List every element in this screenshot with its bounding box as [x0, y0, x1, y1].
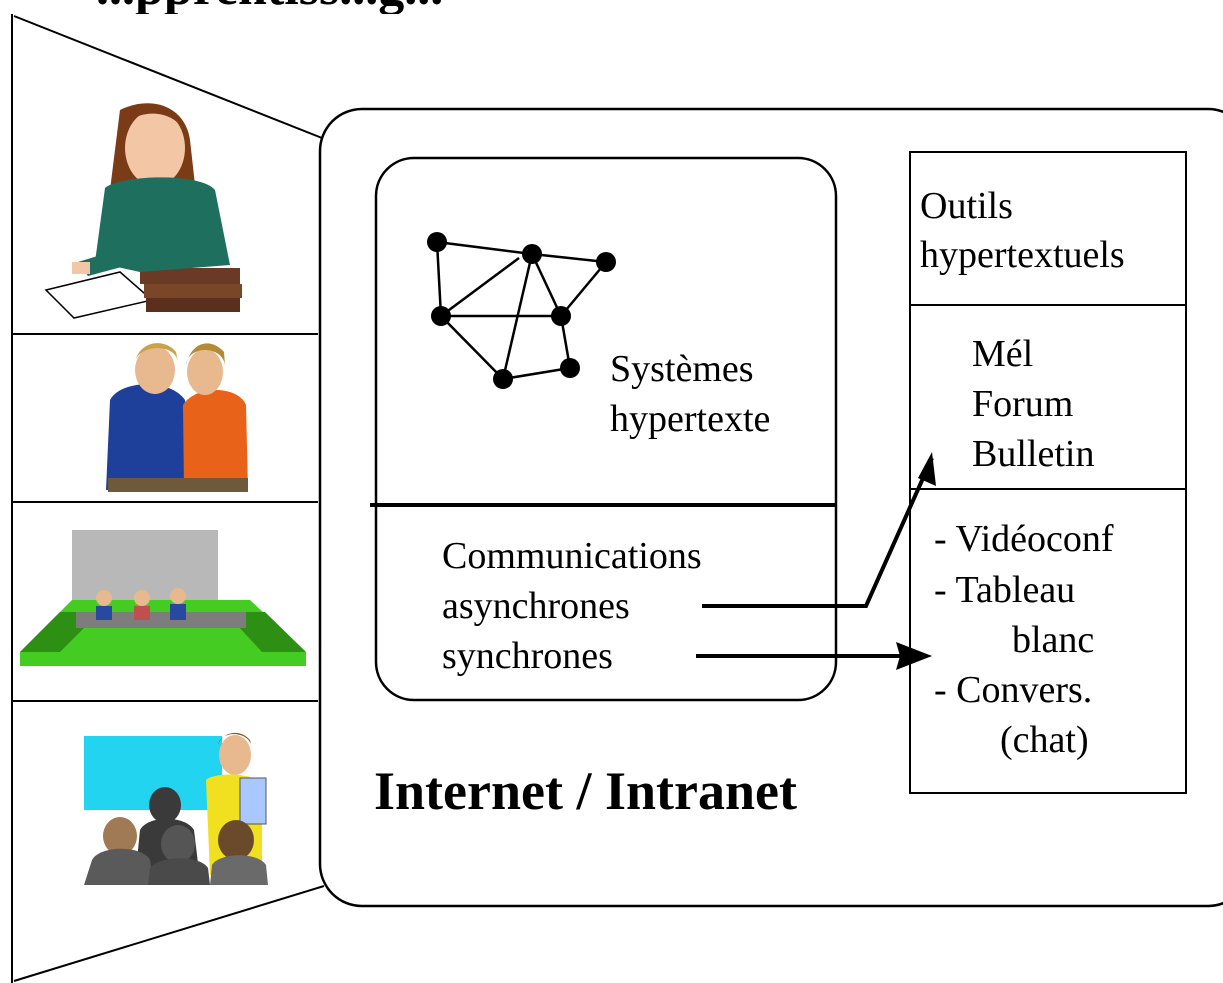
student-writing-icon: [44, 103, 242, 319]
hypertext-system-box: [374, 156, 838, 702]
network-graph-icon: [427, 232, 616, 389]
internet-intranet-box: [318, 107, 1223, 908]
sync-tool-blanc: blanc: [1012, 619, 1095, 661]
async-arrow: [702, 452, 936, 608]
pair-collaborating-icon: [106, 343, 248, 492]
page-title-clip: ...pprentiss...g...: [0, 0, 1223, 14]
sync-arrow: [696, 642, 932, 670]
hypertext-label-line2: hypertexte: [610, 398, 771, 440]
async-tool-bulletin: Bulletin: [972, 433, 1095, 475]
page-title: ...pprentiss...g...: [96, 0, 443, 14]
sync-tool-chat: (chat): [1000, 719, 1089, 761]
zoom-line-top: [13, 15, 323, 139]
async-tool-mel: Mél: [972, 333, 1034, 375]
communications-heading: Communications: [442, 535, 702, 577]
zoom-line-bottom: [13, 885, 325, 982]
sync-tool-tableau: - Tableau: [934, 569, 1076, 611]
internet-intranet-label: Internet / Intranet: [374, 761, 797, 821]
sync-tool-convers: - Convers.: [934, 669, 1093, 711]
tools-header-line1: Outils: [920, 185, 1013, 227]
async-tool-forum: Forum: [972, 383, 1074, 425]
communications-sync: synchrones: [442, 635, 613, 677]
conference-room-icon: [20, 530, 306, 666]
tools-panel-frame: [909, 151, 1187, 794]
left-illustration-panel: [11, 14, 318, 983]
sync-tool-videoconf: - Vidéoconf: [934, 518, 1114, 560]
tools-header-line2: hypertextuels: [920, 234, 1125, 276]
hypertext-label-line1: Systèmes: [610, 348, 754, 390]
classroom-presentation-icon: [84, 732, 268, 885]
communications-async: asynchrones: [442, 585, 630, 627]
